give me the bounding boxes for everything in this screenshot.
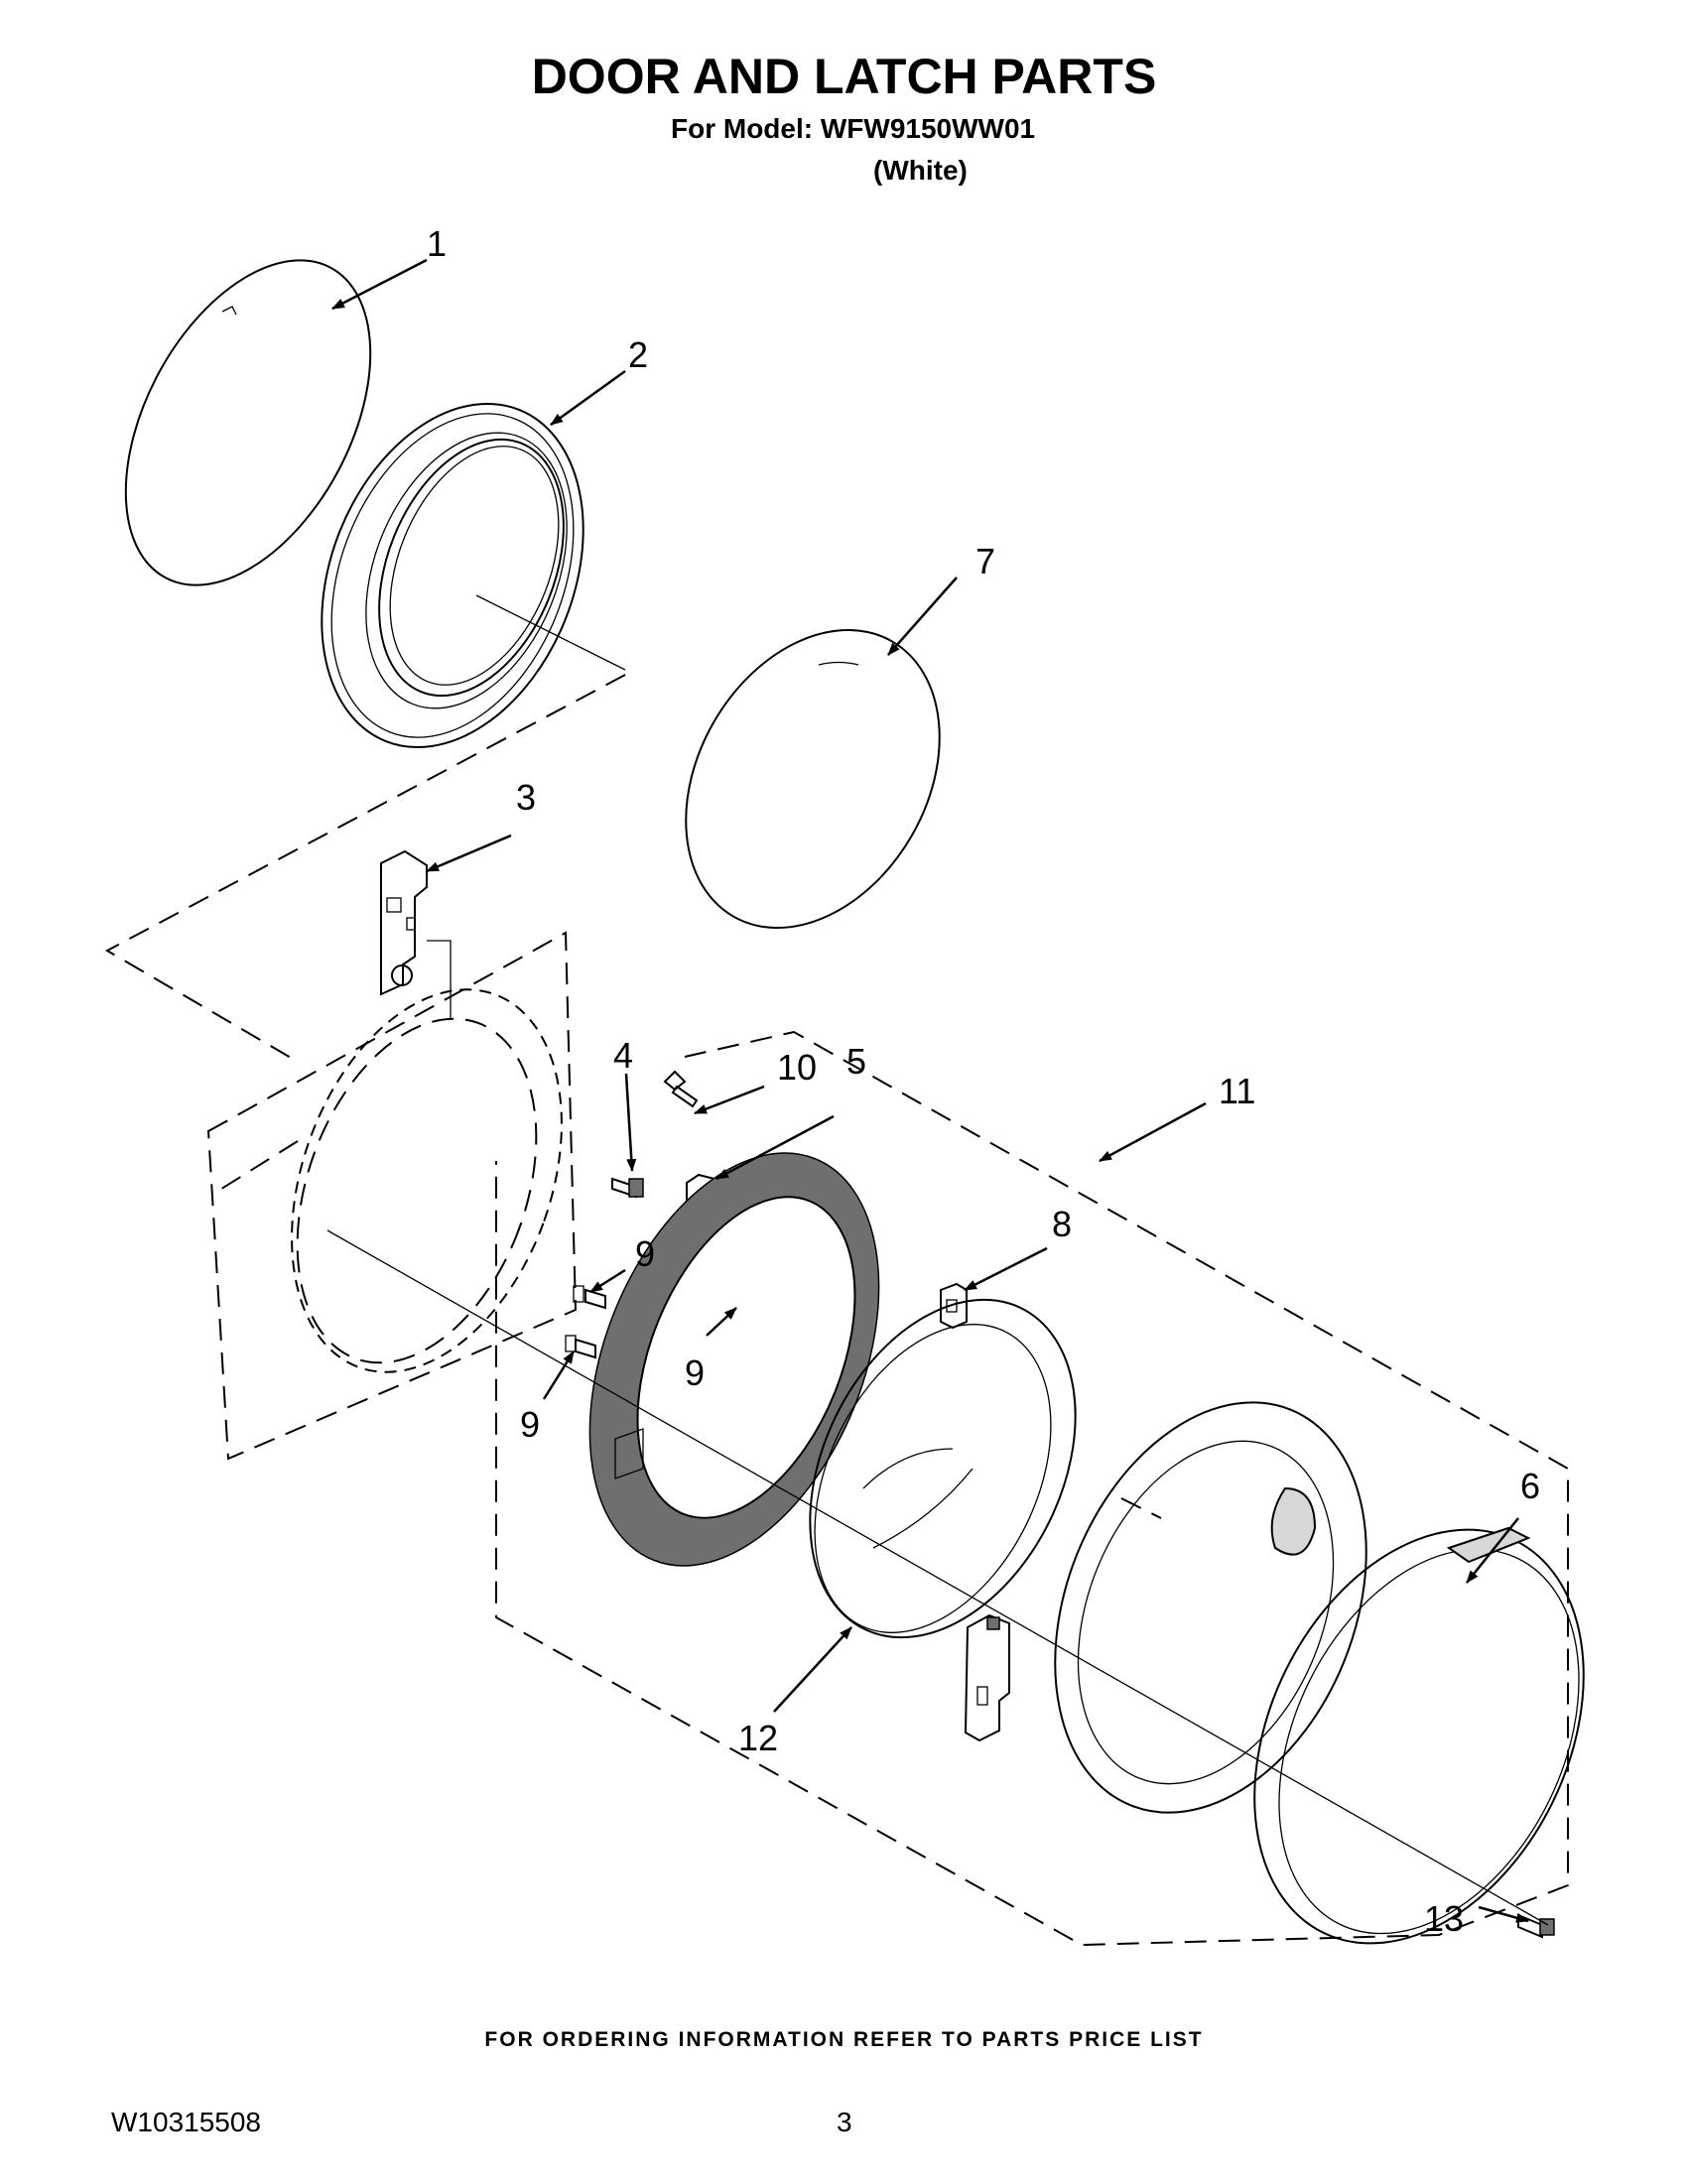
callout-9-lower: 9 — [520, 1404, 540, 1445]
part-12-inner-door-frame — [588, 1152, 880, 1567]
explosion-lines — [104, 594, 1549, 1926]
callout-9-upper: 9 — [635, 1233, 655, 1274]
callout-10: 10 — [777, 1047, 817, 1088]
door-assembly-outline-11 — [495, 1030, 1569, 1947]
cabinet-front-outline — [206, 931, 578, 1461]
part-6-trim — [1253, 1526, 1585, 1945]
part-10-screw — [663, 1070, 699, 1108]
part-13-screw — [1517, 1913, 1555, 1939]
color-line: (White) — [873, 155, 968, 186]
leader-arrows — [331, 258, 1529, 1923]
document-number: W10315508 — [111, 2107, 262, 2137]
model-line: For Model: WFW9150WW01 — [671, 113, 1036, 144]
ordering-note: FOR ORDERING INFORMATION REFER TO PARTS … — [484, 2028, 1204, 2051]
callout-4: 4 — [613, 1035, 633, 1076]
part-12-glass-bowl — [809, 1298, 1077, 1639]
part-4-screw — [611, 1177, 644, 1199]
part-2-inner-ring — [321, 402, 584, 749]
callout-11: 11 — [1219, 1071, 1255, 1111]
part-1-gasket — [124, 259, 372, 586]
part-8-insert — [940, 1282, 968, 1330]
callout-8: 8 — [1052, 1204, 1072, 1244]
callout-3: 3 — [516, 777, 536, 818]
page-number: 3 — [837, 2107, 852, 2137]
part-7-glass-seal — [685, 628, 941, 930]
page-title: DOOR AND LATCH PARTS — [531, 49, 1157, 104]
callout-2: 2 — [628, 334, 648, 375]
callout-13: 13 — [1424, 1898, 1464, 1939]
outer-door-frame — [1054, 1401, 1367, 1814]
callout-1: 1 — [427, 223, 447, 264]
callout-7: 7 — [975, 541, 995, 581]
latch-handle — [964, 1613, 1010, 1742]
part-3-hinge — [380, 849, 452, 1020]
callout-5: 5 — [846, 1041, 866, 1082]
callout-12: 12 — [738, 1718, 778, 1758]
callout-6: 6 — [1520, 1466, 1540, 1506]
callout-9-middle: 9 — [685, 1352, 705, 1393]
